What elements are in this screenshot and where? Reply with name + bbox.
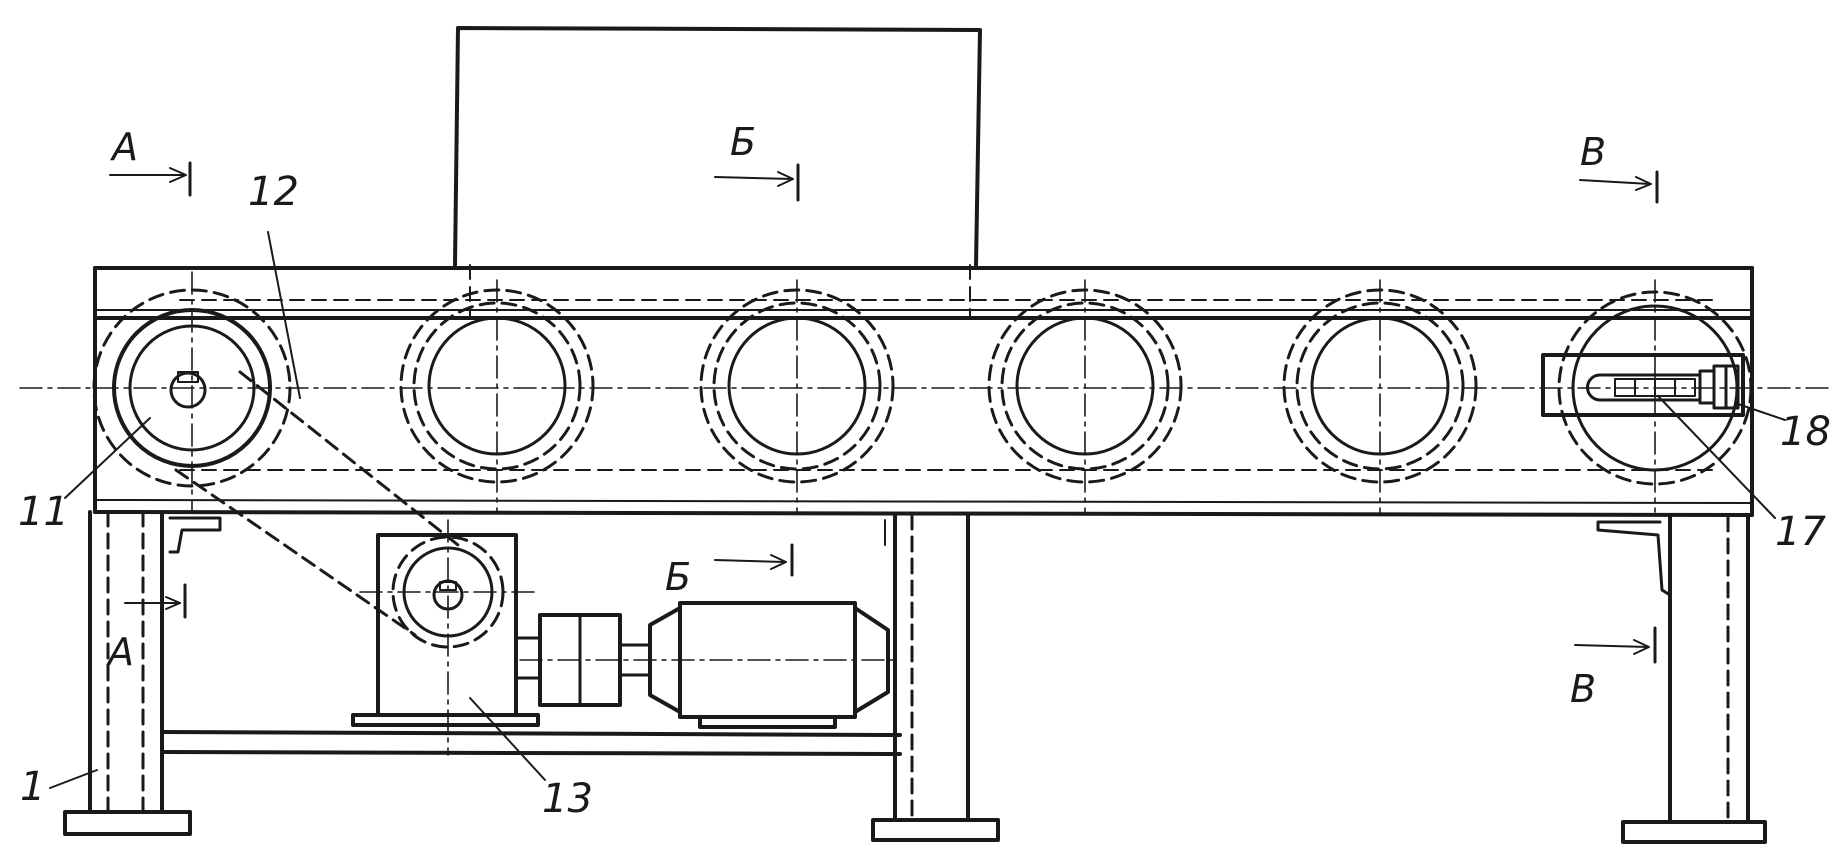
section-v-bottom: В — [1570, 626, 1657, 711]
section-b-top: Б — [714, 120, 800, 202]
svg-text:Б: Б — [665, 555, 691, 599]
hopper — [453, 26, 982, 267]
electric-motor — [519, 601, 901, 729]
gearbox — [351, 519, 541, 756]
tensioner — [1541, 353, 1745, 417]
callout-12: 12 — [248, 169, 301, 399]
conveyor-frame — [19, 264, 1831, 517]
svg-text:A: A — [109, 125, 138, 169]
svg-text:18: 18 — [1780, 409, 1831, 455]
svg-text:17: 17 — [1775, 509, 1826, 555]
callout-18: 18 — [1734, 402, 1831, 455]
callout-11: 11 — [18, 417, 151, 535]
svg-text:В: В — [1570, 667, 1596, 711]
callout-13: 13 — [469, 697, 593, 822]
svg-text:A: A — [105, 630, 134, 674]
callout-1: 1 — [20, 764, 98, 810]
callout-17: 17 — [1657, 395, 1826, 555]
leg-left — [63, 510, 222, 836]
section-b-bottom: Б — [665, 543, 794, 599]
base-rail — [160, 730, 902, 756]
leg-right — [1596, 515, 1767, 844]
svg-text:13: 13 — [542, 776, 593, 822]
svg-text:В: В — [1580, 130, 1606, 174]
section-a-top: A — [109, 125, 192, 197]
leg-middle — [871, 513, 1000, 842]
svg-text:1: 1 — [20, 764, 45, 810]
svg-text:12: 12 — [248, 169, 299, 215]
drive-chain — [174, 370, 460, 637]
svg-text:11: 11 — [18, 489, 69, 535]
section-a-bottom: A — [105, 583, 187, 674]
svg-text:Б: Б — [730, 120, 756, 164]
section-v-top: В — [1579, 130, 1659, 204]
